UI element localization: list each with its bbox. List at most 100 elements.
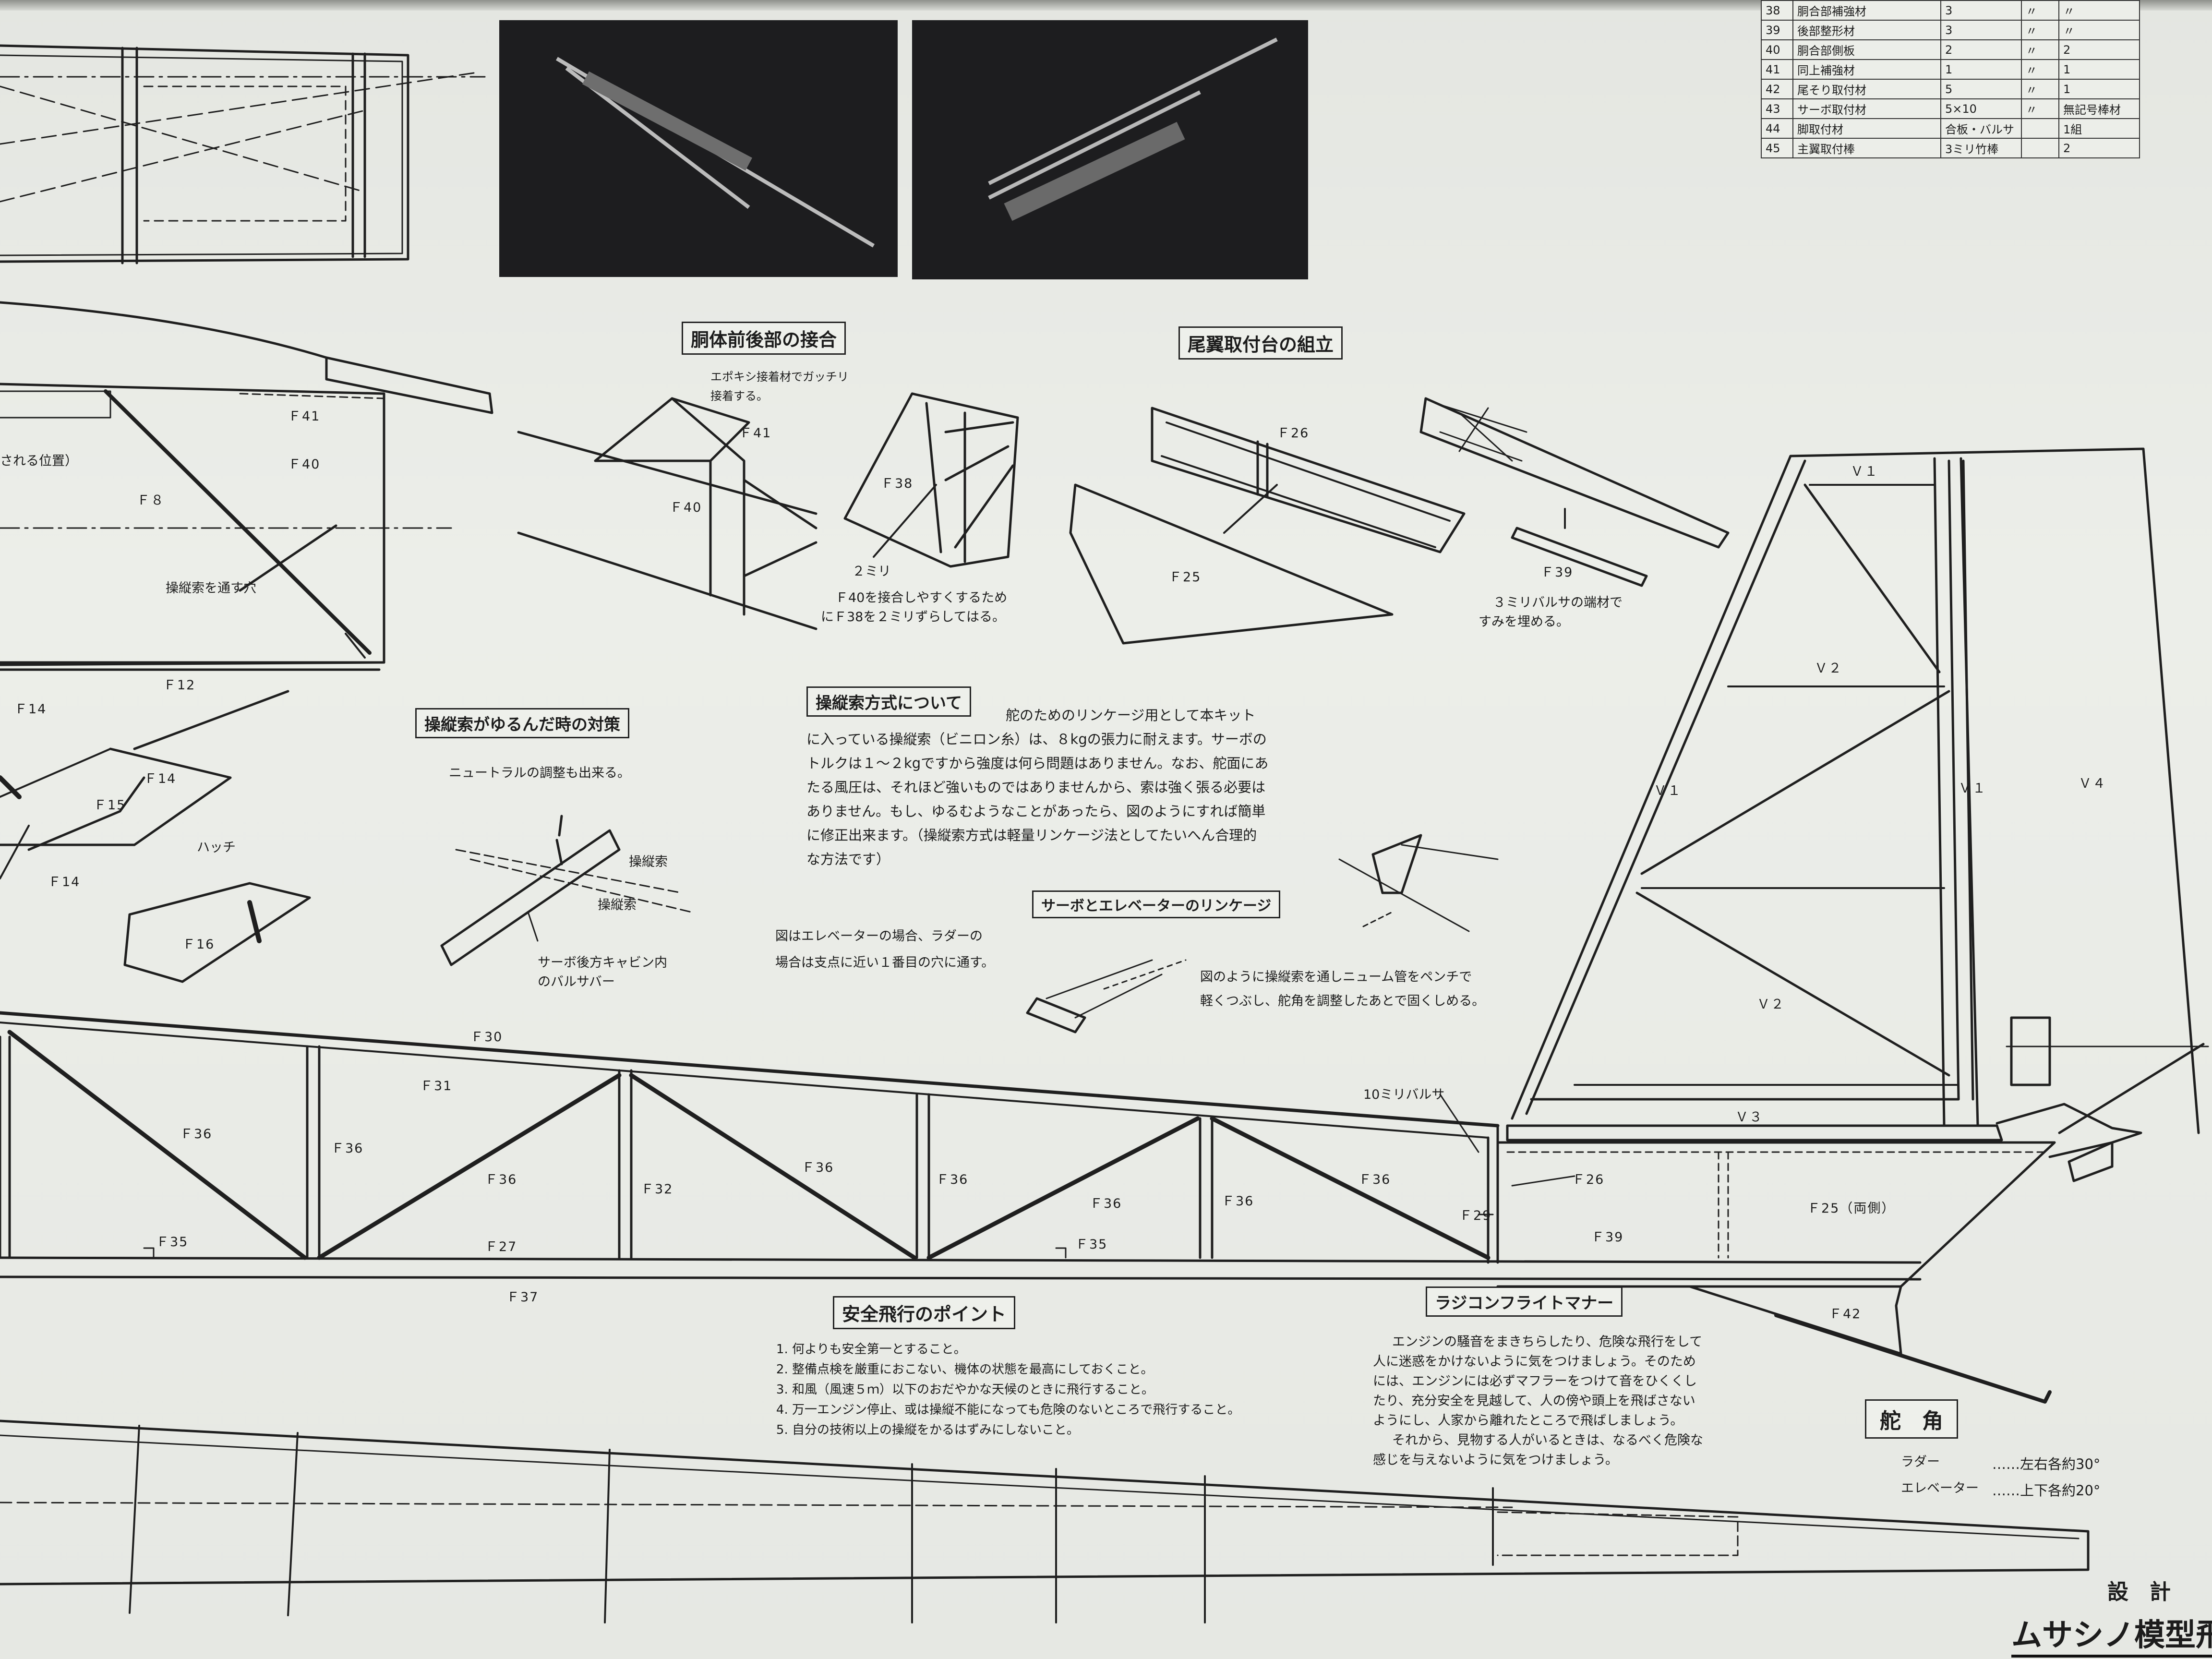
part-label: Ｆ16	[182, 937, 215, 952]
photo-tail-mount-image	[988, 37, 1278, 221]
manners-line: それから、見物する人がいるときは、なるべく危険な	[1392, 1433, 1703, 1448]
parts-cell-unit: 〃	[2021, 39, 2059, 60]
photo-joint-image	[555, 57, 875, 248]
part-label: Ｆ36	[1358, 1172, 1391, 1187]
parts-cell-name: 同上補強材	[1792, 59, 1941, 80]
heading-servo-linkage: サーボとエレベーターのリンケージ	[1032, 890, 1281, 918]
photo-tail-mount	[912, 20, 1308, 279]
part-label: Ｆ15	[94, 798, 126, 813]
elevator-value: ……上下各約20°	[1992, 1482, 2101, 1499]
parts-cell-name: 主翼取付棒	[1792, 138, 1941, 158]
cable-text-line: な方法です）	[806, 851, 890, 867]
note-marked-position: される位置）	[0, 454, 78, 469]
parts-cell-qty: 3	[1940, 0, 2022, 21]
cable-text-line: たる風圧は、それほど強いものではありませんから、索は強く張る必要は	[806, 779, 1266, 795]
servo-linkage-detail	[1026, 834, 1499, 1034]
part-label: Ｆ42	[1829, 1307, 1862, 1322]
parts-cell-qty: 5×10	[1940, 98, 2022, 119]
part-label: Ｆ36	[802, 1160, 834, 1175]
part-label: Ｆ36	[331, 1141, 364, 1156]
note-epoxy-1: エポキシ接着材でガッチリ	[710, 370, 849, 384]
parts-cell-name: 尾そり取付材	[1792, 79, 1941, 99]
part-label: Ｆ14	[14, 702, 47, 717]
part-label: Ｆ36	[180, 1127, 213, 1142]
brand-name: ムサシノ模型飛行	[2011, 1611, 2212, 1658]
part-label: Ｆ26	[1277, 426, 1310, 441]
note-hatch: ハッチ	[197, 840, 236, 855]
vertical-fin	[1506, 447, 2209, 1182]
parts-cell-no: 44	[1761, 118, 1793, 139]
slack-fix-detail	[440, 815, 692, 966]
parts-cell-name: サーボ取付材	[1792, 98, 1941, 119]
part-label: Ｖ１	[1959, 781, 1986, 796]
safety-point: 自分の技術以上の操縦をかるはずみにしないこと。	[792, 1420, 1240, 1440]
part-label: Ｆ８	[137, 493, 165, 508]
note-fill-balsa-1: ３ミリバルサの端材で	[1493, 595, 1623, 610]
part-label: Ｆ38	[881, 476, 914, 491]
parts-cell-count: 1	[2058, 59, 2140, 80]
part-label: Ｖ３	[1735, 1110, 1763, 1125]
manners-line: ようにし、人家から離れたところで飛ばしましょう。	[1373, 1413, 1683, 1428]
parts-cell-no: 39	[1761, 20, 1793, 40]
safety-point: 整備点検を厳重におこない、機体の状態を最高にしておくこと。	[792, 1359, 1240, 1380]
parts-cell-unit: 〃	[2021, 79, 2059, 99]
parts-cell-unit: 〃	[2021, 98, 2059, 119]
parts-cell-count: 〃	[2058, 20, 2140, 40]
parts-cell-name: 後部整形材	[1792, 20, 1941, 40]
part-label: Ｆ14	[144, 771, 177, 786]
fuselage-rear-side-view	[0, 1011, 2056, 1404]
rudder-value: ……左右各約30°	[1992, 1456, 2101, 1472]
part-label: Ｆ41	[288, 409, 321, 424]
manners-line: には、エンジンには必ずマフラーをつけて音をひくくし	[1373, 1374, 1697, 1389]
manners-line: たり、充分安全を見越して、人の傍や頭上を飛ばさない	[1373, 1394, 1695, 1408]
part-label: Ｆ36	[1090, 1196, 1122, 1211]
part-label: Ｆ41	[739, 426, 772, 441]
manners-line: エンジンの騒音をまきちらしたり、危険な飛行をして	[1392, 1334, 1703, 1349]
cable-text-line: に修正出来ます。（操縦索方式は軽量リンケージ法としてたいへん合理的	[806, 827, 1257, 843]
photo-joint	[499, 20, 898, 277]
parts-cell-no: 41	[1761, 59, 1793, 80]
heading-safety: 安全飛行のポイント	[833, 1296, 1016, 1329]
part-label: Ｆ36	[936, 1172, 969, 1187]
safety-point: 万一エンジン停止、或は操縦不能になっても危険のないところで飛行すること。	[792, 1400, 1240, 1420]
parts-cell-unit	[2021, 118, 2059, 139]
part-label: Ｆ27	[485, 1239, 517, 1254]
parts-cell-count: 1組	[2058, 118, 2140, 139]
note-nyumu-1: 図のように操縦索を通しニューム管をペンチで	[1200, 970, 1472, 985]
part-label: Ｆ35	[1075, 1237, 1108, 1252]
part-label: Ｆ29	[1459, 1208, 1492, 1223]
note-nyumu-2: 軽くつぶし、舵角を調整したあとで固くしめる。	[1200, 994, 1485, 1009]
note-cable-label-1: 操縦索	[629, 854, 668, 869]
hatch-detail	[0, 690, 311, 983]
parts-cell-unit: 〃	[2021, 59, 2059, 80]
parts-cell-unit: 〃	[2021, 0, 2059, 21]
parts-cell-count: 〃	[2058, 0, 2140, 21]
note-neutral: ニュートラルの調整も出来る。	[449, 766, 630, 781]
part-label: Ｖ１	[1654, 783, 1682, 798]
part-label: Ｆ37	[506, 1290, 539, 1305]
cable-text-line: トルクは１～２kgですから強度は何ら問題はありません。なお、舵面にあ	[806, 755, 1269, 771]
note-servo-balsa-1: サーボ後方キャビン内	[538, 955, 667, 970]
cable-text-line: に入っている操縦索（ビニロン糸）は、８kgの張力に耐えます。サーボの	[806, 731, 1267, 747]
fuselage-front-side-view	[0, 301, 493, 671]
heading-tail-mount: 尾翼取付台の組立	[1178, 326, 1343, 360]
fuselage-top-view	[0, 44, 486, 264]
part-label: Ｆ12	[163, 678, 196, 693]
safety-point: 何よりも安全第一とすること。	[792, 1339, 1240, 1359]
parts-cell-qty: 5	[1940, 79, 2022, 99]
rudder-label: ラダー	[1901, 1455, 1940, 1469]
safety-points-list: 何よりも安全第一とすること。 整備点検を厳重におこない、機体の状態を最高にしてお…	[768, 1339, 1240, 1440]
note-f40-offset-1: Ｆ40を接合しやすくするため	[835, 590, 1008, 605]
note-f40-offset-2: にＦ38を２ミリずらしてはる。	[821, 610, 1006, 625]
manners-text: エンジンの騒音をまきちらしたり、危険な飛行をして 人に迷惑をかけないように気をつ…	[1373, 1332, 1703, 1470]
parts-cell-no: 45	[1761, 138, 1793, 158]
parts-cell-no: 43	[1761, 98, 1793, 119]
sheet-edge-shadow	[0, 0, 2212, 11]
parts-cell-count: 2	[2058, 138, 2140, 158]
heading-joint: 胴体前後部の接合	[682, 322, 846, 355]
joint-detail	[517, 392, 1019, 630]
